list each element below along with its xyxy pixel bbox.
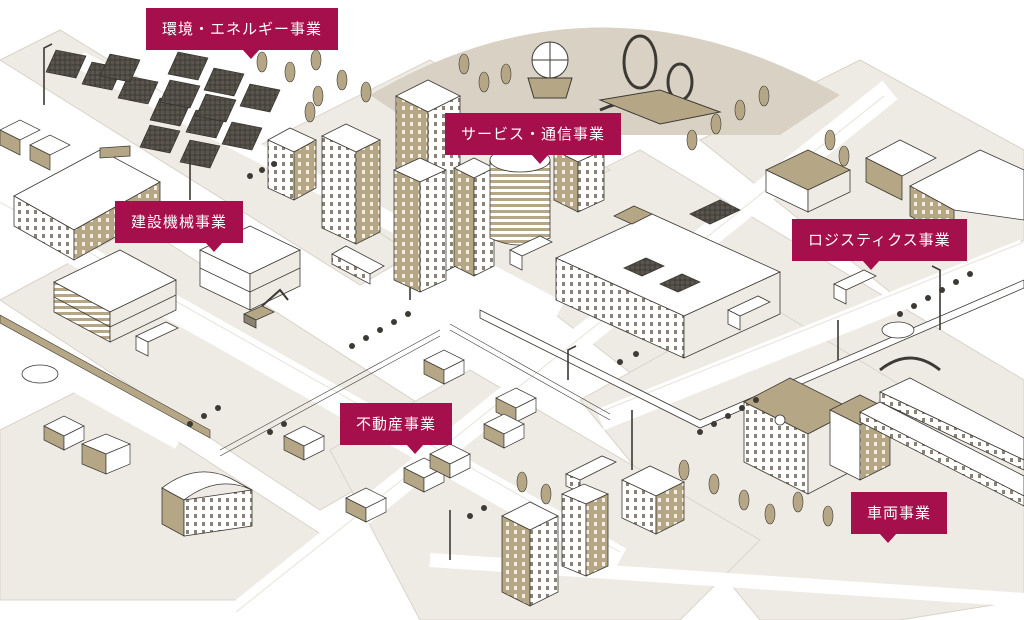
logistics-business-label[interactable]: ロジスティクス事業 <box>792 219 967 270</box>
amusement-park <box>527 34 722 125</box>
fence <box>219 323 611 457</box>
parking-structure <box>53 249 177 343</box>
tower-c <box>453 157 495 277</box>
energy-business-label[interactable]: 環境・エネルギー事業 <box>146 8 339 59</box>
trucks <box>135 235 877 357</box>
trees <box>256 49 850 527</box>
arched-building <box>161 471 253 537</box>
houses <box>43 349 537 523</box>
office-block <box>267 123 381 245</box>
excavator <box>243 288 289 329</box>
warehouse-right <box>765 139 1024 241</box>
tower-b <box>393 157 447 293</box>
shrubs <box>187 161 973 519</box>
cars <box>21 321 915 384</box>
vehicle-business-label[interactable]: 車両事業 <box>851 492 948 543</box>
small-sheds-topleft <box>0 119 71 171</box>
construction-machinery-label[interactable]: 建設機械事業 <box>115 201 244 252</box>
service-communication-label[interactable]: サービス・通信事業 <box>445 113 622 164</box>
apartments-bottom <box>501 465 685 607</box>
hill-dome <box>370 27 840 135</box>
trains <box>859 356 1024 507</box>
solar-farm <box>45 49 281 169</box>
real-estate-business-label[interactable]: 不動産事業 <box>340 403 453 454</box>
